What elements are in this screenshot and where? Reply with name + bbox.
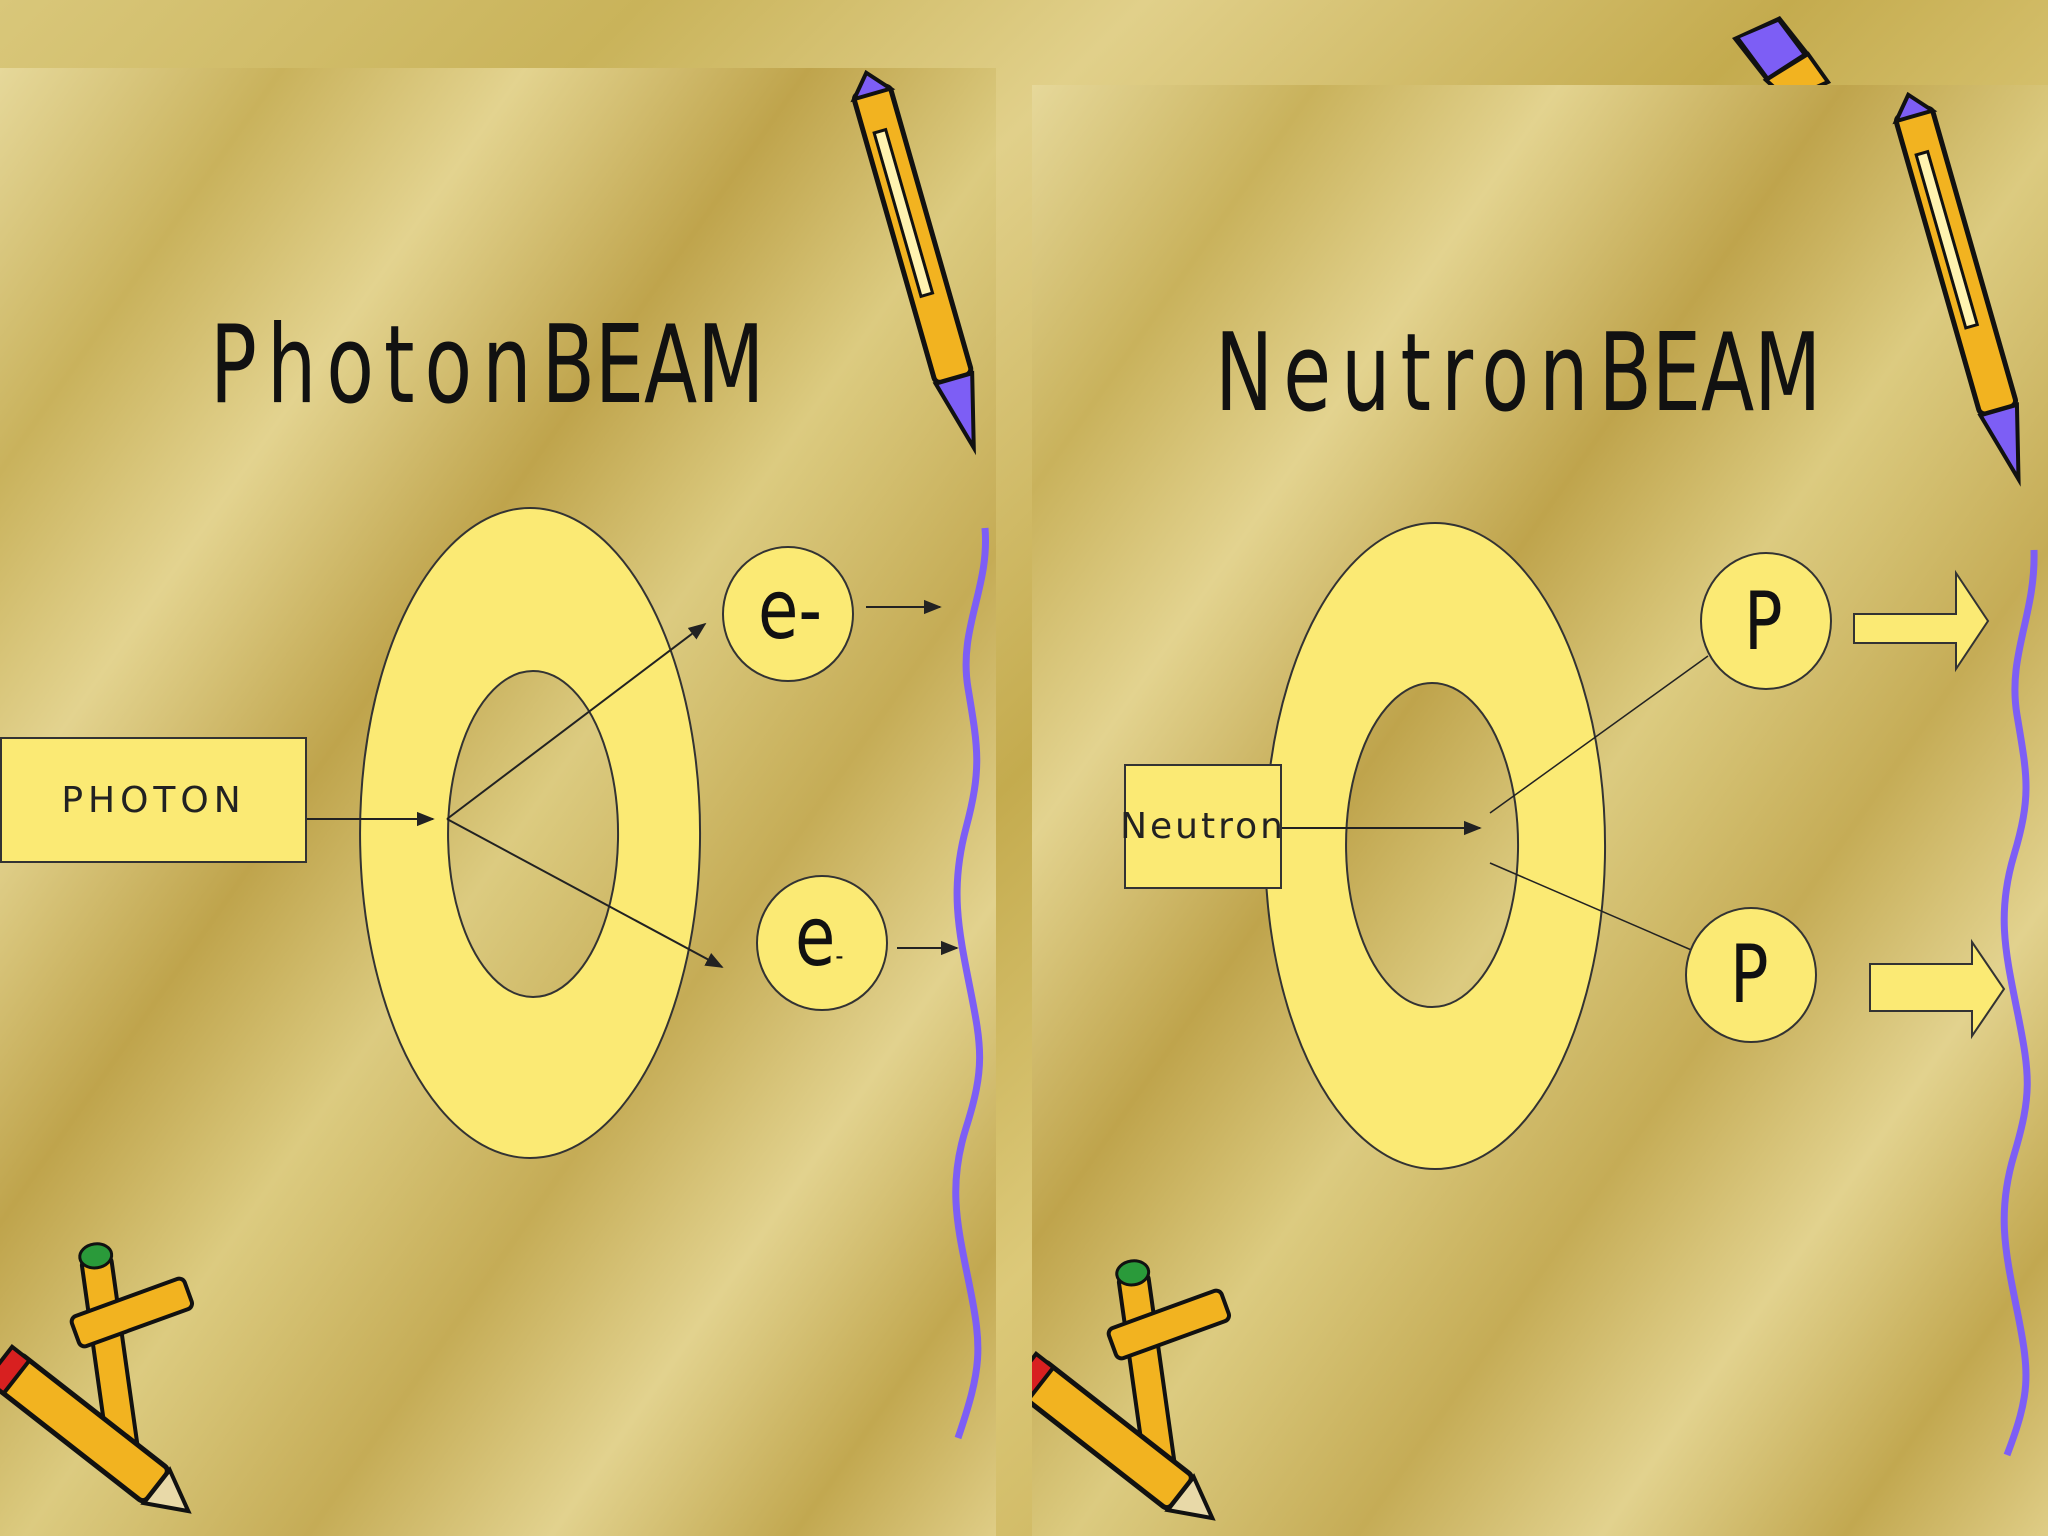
electron-label-bottom: e- (795, 890, 844, 985)
proton-label-bottom: P (1730, 928, 1769, 1021)
proton-circle-top (1700, 552, 1832, 690)
neutron-beam-panel: NeutronBEAM (1032, 85, 2048, 1536)
crossed-pencils-icon (0, 1242, 195, 1514)
proton-path-bottom (1489, 862, 1697, 953)
neutron-diagram (1032, 91, 2038, 1521)
wavy-detector-line (2000, 549, 2038, 1457)
electron-circle-bottom (756, 875, 888, 1011)
neutron-source-label: Neutron (1120, 806, 1286, 847)
proton-label-top: P (1744, 575, 1783, 668)
neutron-source-box: Neutron (1120, 764, 1283, 889)
pencil-clipart-icon (1892, 91, 2021, 487)
target-ring (1264, 522, 1607, 1170)
proton-exit-block-arrow-top (1853, 569, 1990, 673)
photon-diagram (0, 69, 990, 1514)
photon-source-box: PHOTON (0, 737, 307, 863)
pencil-clipart-icon (850, 69, 976, 456)
proton-exit-block-arrow-bottom (1869, 938, 2006, 1040)
photon-beam-title: PhotonBEAM (210, 303, 765, 428)
crossed-pencils-icon (1032, 1259, 1232, 1521)
neutron-beam-title: NeutronBEAM (1215, 311, 1822, 436)
electron-path-bottom (446, 818, 724, 968)
wavy-detector-line (952, 527, 990, 1440)
target-ring (359, 507, 702, 1159)
notepad-clipart-icon (1732, 16, 1832, 100)
photon-beam-panel: PhotonBEAM (0, 68, 996, 1536)
proton-circle-bottom (1685, 907, 1817, 1043)
electron-label-top: e- (758, 563, 823, 658)
electron-path-top (446, 622, 707, 820)
electron-label-bottom-sup: - (835, 939, 844, 972)
electron-circle-top (722, 546, 854, 682)
photon-source-label: PHOTON (61, 779, 246, 821)
proton-path-top (1489, 655, 1709, 814)
